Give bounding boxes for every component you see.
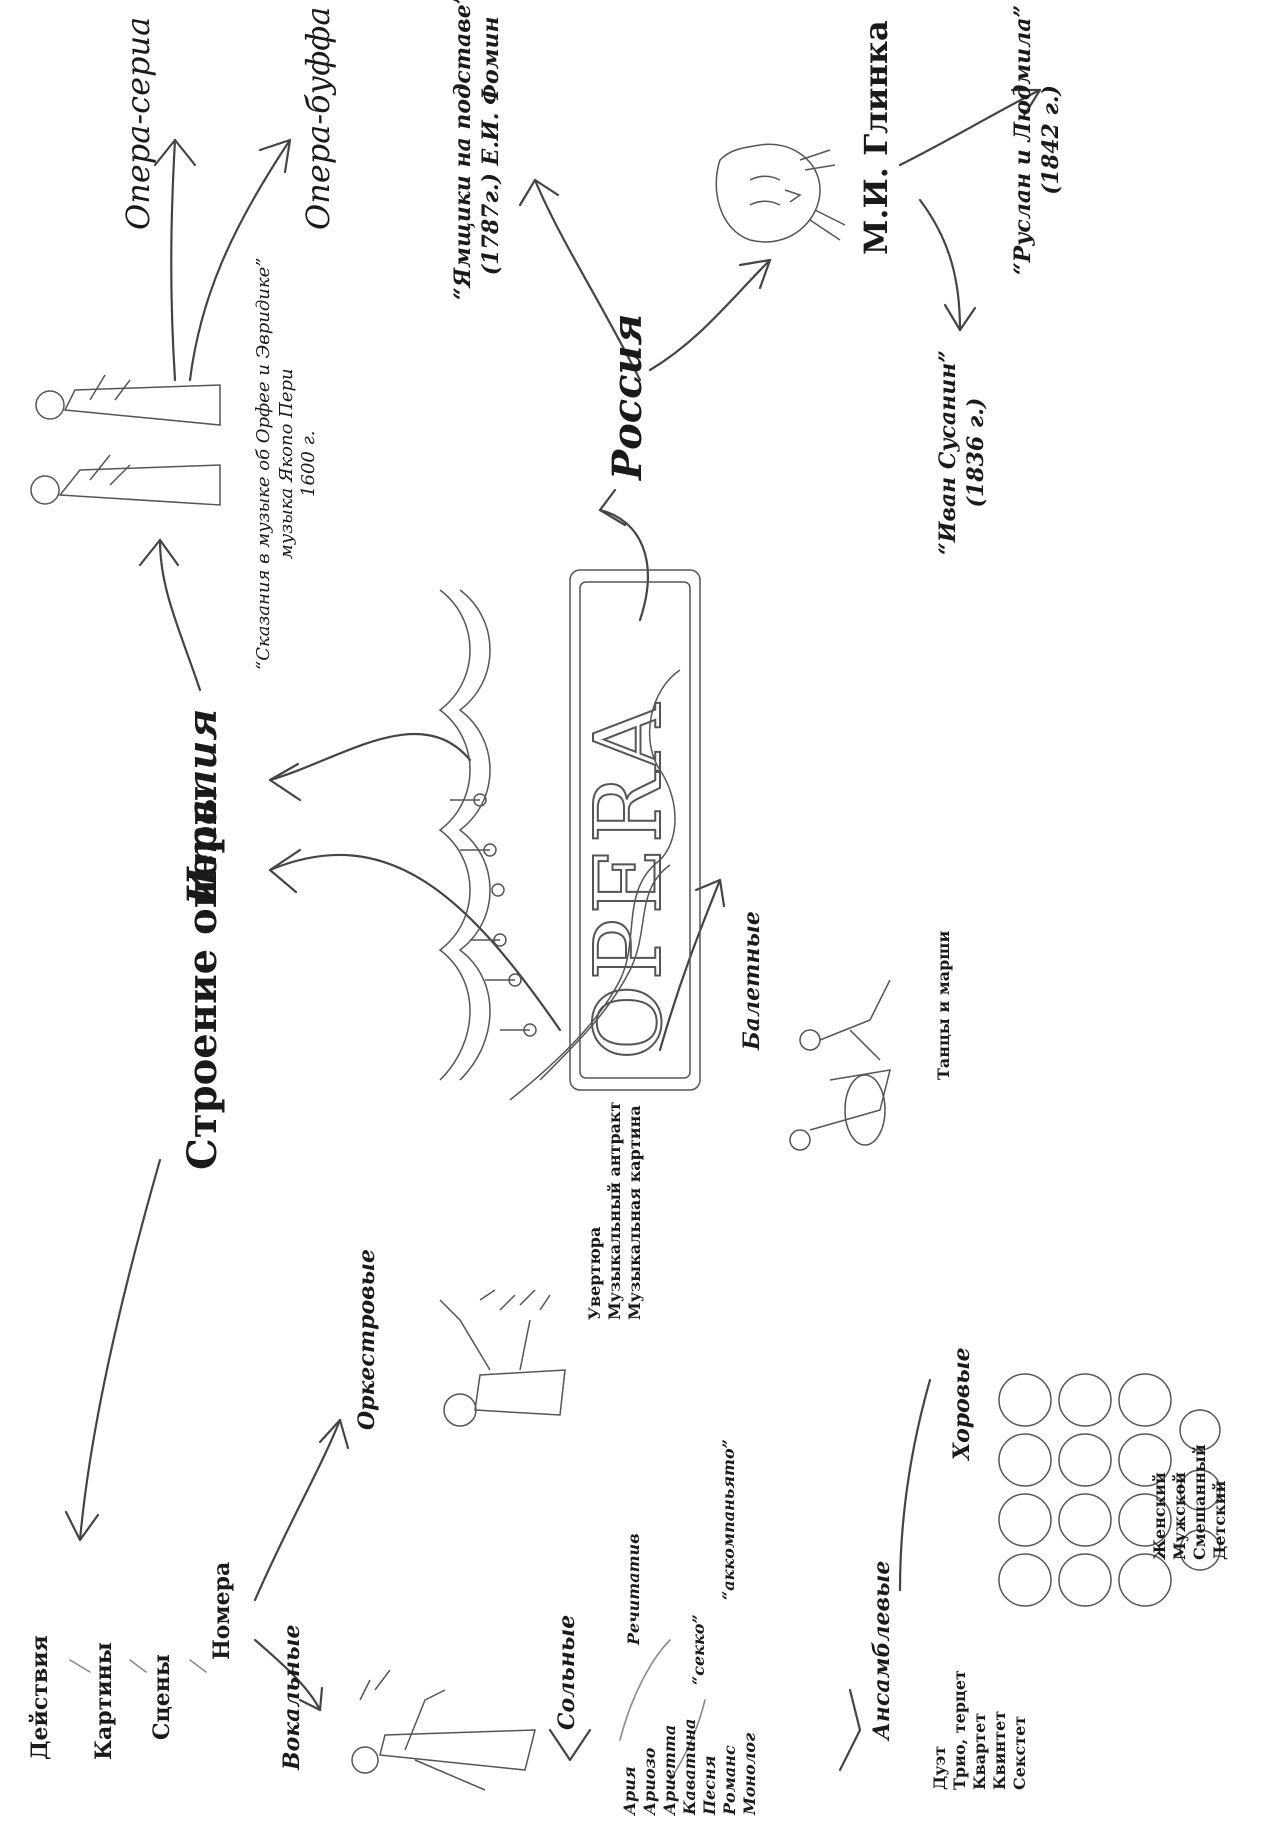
vocal-singer-illustration <box>345 1660 555 1800</box>
ballet-dancers-illustration <box>770 960 900 1170</box>
node-opera-seria: Опера-сериа <box>119 16 157 230</box>
ruslan-caption: “Руслан и Людмила” (1842 г.) <box>1010 5 1065 275</box>
italy-work-composer: музыка Якопо Пери <box>275 368 297 560</box>
russia-work-caption: “Ямщики на подставе” (1787г.) Е.И. Фомин <box>450 0 505 300</box>
recitative-accomp: “аккомпаньято” <box>719 1439 738 1600</box>
node-ballet: Балетные <box>739 911 765 1050</box>
orchestral-items-list: Увертюра Музыкальный антракт Музыкальная… <box>585 1102 645 1320</box>
node-pictures: Картины <box>91 1642 117 1760</box>
italy-work-year: 1600 г. <box>298 430 319 497</box>
ballet-item: Танцы и марши <box>934 930 953 1080</box>
ruslan-year: (1842 г.) <box>1037 85 1064 195</box>
node-orchestral: Оркестровые <box>354 1249 380 1430</box>
node-numbers: Номера <box>209 1561 235 1660</box>
node-choral: Хоровые <box>949 1347 975 1460</box>
solo-item: Ария <box>620 1766 639 1815</box>
conductor-illustration <box>420 1260 580 1450</box>
node-vocal: Вокальные <box>279 1624 305 1770</box>
choral-item: Мужской <box>1170 1472 1189 1560</box>
glinka-portrait <box>690 120 850 270</box>
node-russia: Россия <box>604 313 651 480</box>
node-acts: Действия <box>27 1635 53 1760</box>
choral-item: Детский <box>1210 1480 1229 1560</box>
ensemble-item: Секстет <box>1010 1715 1029 1790</box>
solo-item: Романс <box>720 1745 739 1815</box>
node-glinka: М.И. Глинка <box>857 20 895 255</box>
russia-work-title: “Ямщики на подставе” <box>450 0 476 300</box>
solo-items-list: Ария Ариозо Ариетта Каватина Песня Роман… <box>620 1719 760 1815</box>
russia-work-author: (1787г.) Е.И. Фомин <box>477 16 504 276</box>
solo-item: Ариетта <box>660 1724 679 1815</box>
choral-items-list: Женский Мужской Смешанный Детский <box>1150 1444 1230 1560</box>
opera-stage-illustration: OPERA <box>420 560 720 1120</box>
solo-item: Монолог <box>740 1732 759 1815</box>
orpheus-euridice-illustration <box>20 345 240 545</box>
node-scenes: Сцены <box>149 1654 175 1740</box>
italy-work-caption: “Сказания в музыке об Орфее и Эвридике” … <box>253 258 321 670</box>
solo-item: Песня <box>700 1755 719 1815</box>
italy-work-title: “Сказания в музыке об Орфее и Эвридике” <box>253 257 274 670</box>
susanin-year: (1836 г.) <box>962 397 989 508</box>
solo-item: Ариозо <box>640 1747 659 1815</box>
node-opera-buffa: Опера-буффа <box>299 6 337 230</box>
node-solo: Сольные <box>554 1614 580 1730</box>
ensemble-items-list: Дуэт Трио, терцет Квартет Квинтет Сексте… <box>930 1670 1030 1790</box>
choral-item: Смешанный <box>1190 1444 1209 1560</box>
choir-illustration <box>985 1360 1225 1620</box>
solo-item: Каватина <box>680 1718 699 1815</box>
orchestral-item: Музыкальная картина <box>625 1105 644 1320</box>
node-ensemble: Ансамблевые <box>869 1560 895 1740</box>
choral-item: Женский <box>1150 1472 1169 1560</box>
ensemble-item: Дуэт <box>930 1745 949 1790</box>
ensemble-item: Квартет <box>970 1712 989 1790</box>
node-structure: Строение оперы <box>179 785 226 1170</box>
recitative-label: Речитатив <box>624 1533 643 1645</box>
ensemble-item: Трио, терцет <box>950 1670 969 1790</box>
orchestral-item: Музыкальный антракт <box>605 1101 624 1320</box>
recitative-secco: “секко” <box>689 1614 708 1685</box>
susanin-caption: “Иван Сусанин” (1836 г.) <box>935 350 990 555</box>
susanin-title: “Иван Сусанин” <box>935 350 961 555</box>
ensemble-item: Квинтет <box>990 1710 1009 1790</box>
opera-logo-text: OPERA <box>575 700 682 1060</box>
orchestral-item: Увертюра <box>585 1226 604 1320</box>
ruslan-title: “Руслан и Людмила” <box>1010 4 1036 275</box>
